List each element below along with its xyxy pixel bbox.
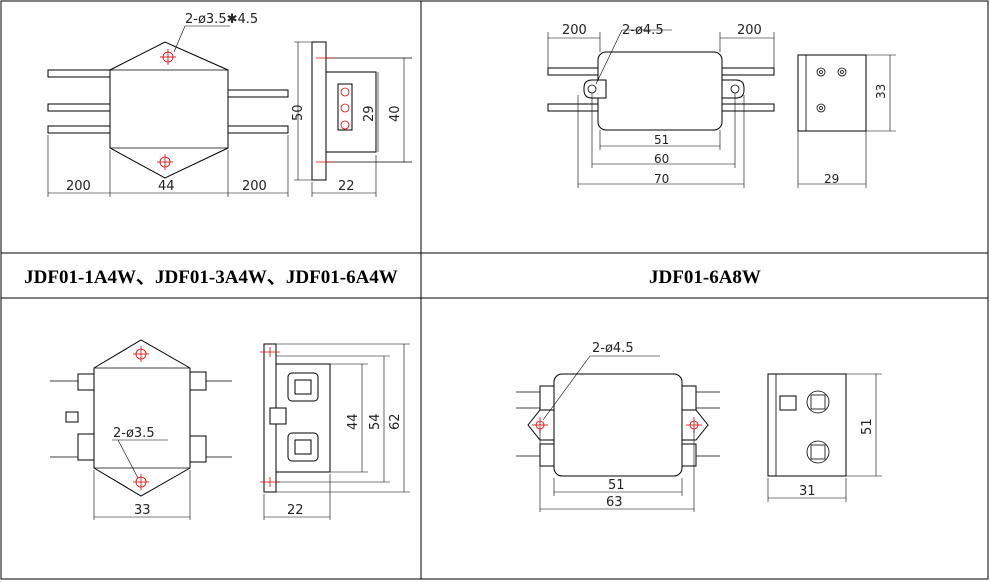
dim-lead-right: 200 (242, 179, 267, 194)
dim-body-width: 44 (158, 179, 175, 194)
diagram-top-left: 2-ø3.5✱4.5 200 44 200 50 29 40 22 (47, 12, 412, 197)
mounting-hole (157, 49, 176, 170)
side-view (311, 41, 412, 181)
model-title-left: JDF01-1A4W、JDF01-3A4W、JDF01-6A4W (24, 267, 398, 288)
filter-body (109, 41, 229, 179)
side-view (797, 54, 867, 132)
model-title-right: JDF01-6A8W (649, 267, 761, 288)
dim-w3: 70 (654, 172, 669, 186)
dim-h1: 44 (346, 413, 361, 430)
dim-depth: 31 (799, 484, 816, 499)
dim-w1: 51 (608, 478, 625, 493)
hole-note: 2-ø3.5 (113, 426, 155, 441)
dim-w1: 51 (654, 133, 669, 147)
dim-width: 33 (134, 503, 151, 518)
dim-height: 51 (860, 418, 875, 435)
dim-h2: 54 (368, 413, 383, 430)
dim-w2: 60 (654, 152, 669, 166)
dim-lead-right: 200 (737, 23, 762, 38)
dim-inner-h1: 29 (362, 105, 377, 122)
hole-note: 2-ø3.5✱4.5 (185, 12, 258, 27)
terminals (516, 385, 720, 467)
mounting-hole (133, 346, 149, 490)
hole-note: 2-ø4.5 (622, 23, 664, 38)
dim-depth: 29 (824, 172, 839, 186)
mounting-ear (583, 79, 607, 99)
side-view (767, 373, 847, 477)
dim-lead-left: 200 (66, 179, 91, 194)
dim-depth: 22 (287, 503, 304, 518)
dim-height: 50 (291, 104, 306, 121)
diagram-bottom-left: 2-ø3.5 33 44 54 62 22 (50, 339, 410, 520)
dim-inner-h2: 40 (388, 105, 403, 122)
filter-body (597, 51, 723, 131)
dim-depth: 22 (338, 179, 355, 194)
side-view (260, 343, 331, 493)
filter-body (553, 373, 683, 477)
hole-note: 2-ø4.5 (592, 341, 634, 356)
filter-body (93, 339, 191, 497)
diagram-top-right: 2-ø4.5 200 200 51 60 70 33 29 (547, 23, 896, 188)
dim-height: 33 (874, 84, 888, 99)
dim-h3: 62 (388, 413, 403, 430)
dim-w2: 63 (606, 495, 623, 510)
diagram-bottom-right: 2-ø4.5 51 63 51 31 (516, 341, 882, 512)
dim-lead-left: 200 (562, 23, 587, 38)
mounting-ear (721, 79, 745, 99)
